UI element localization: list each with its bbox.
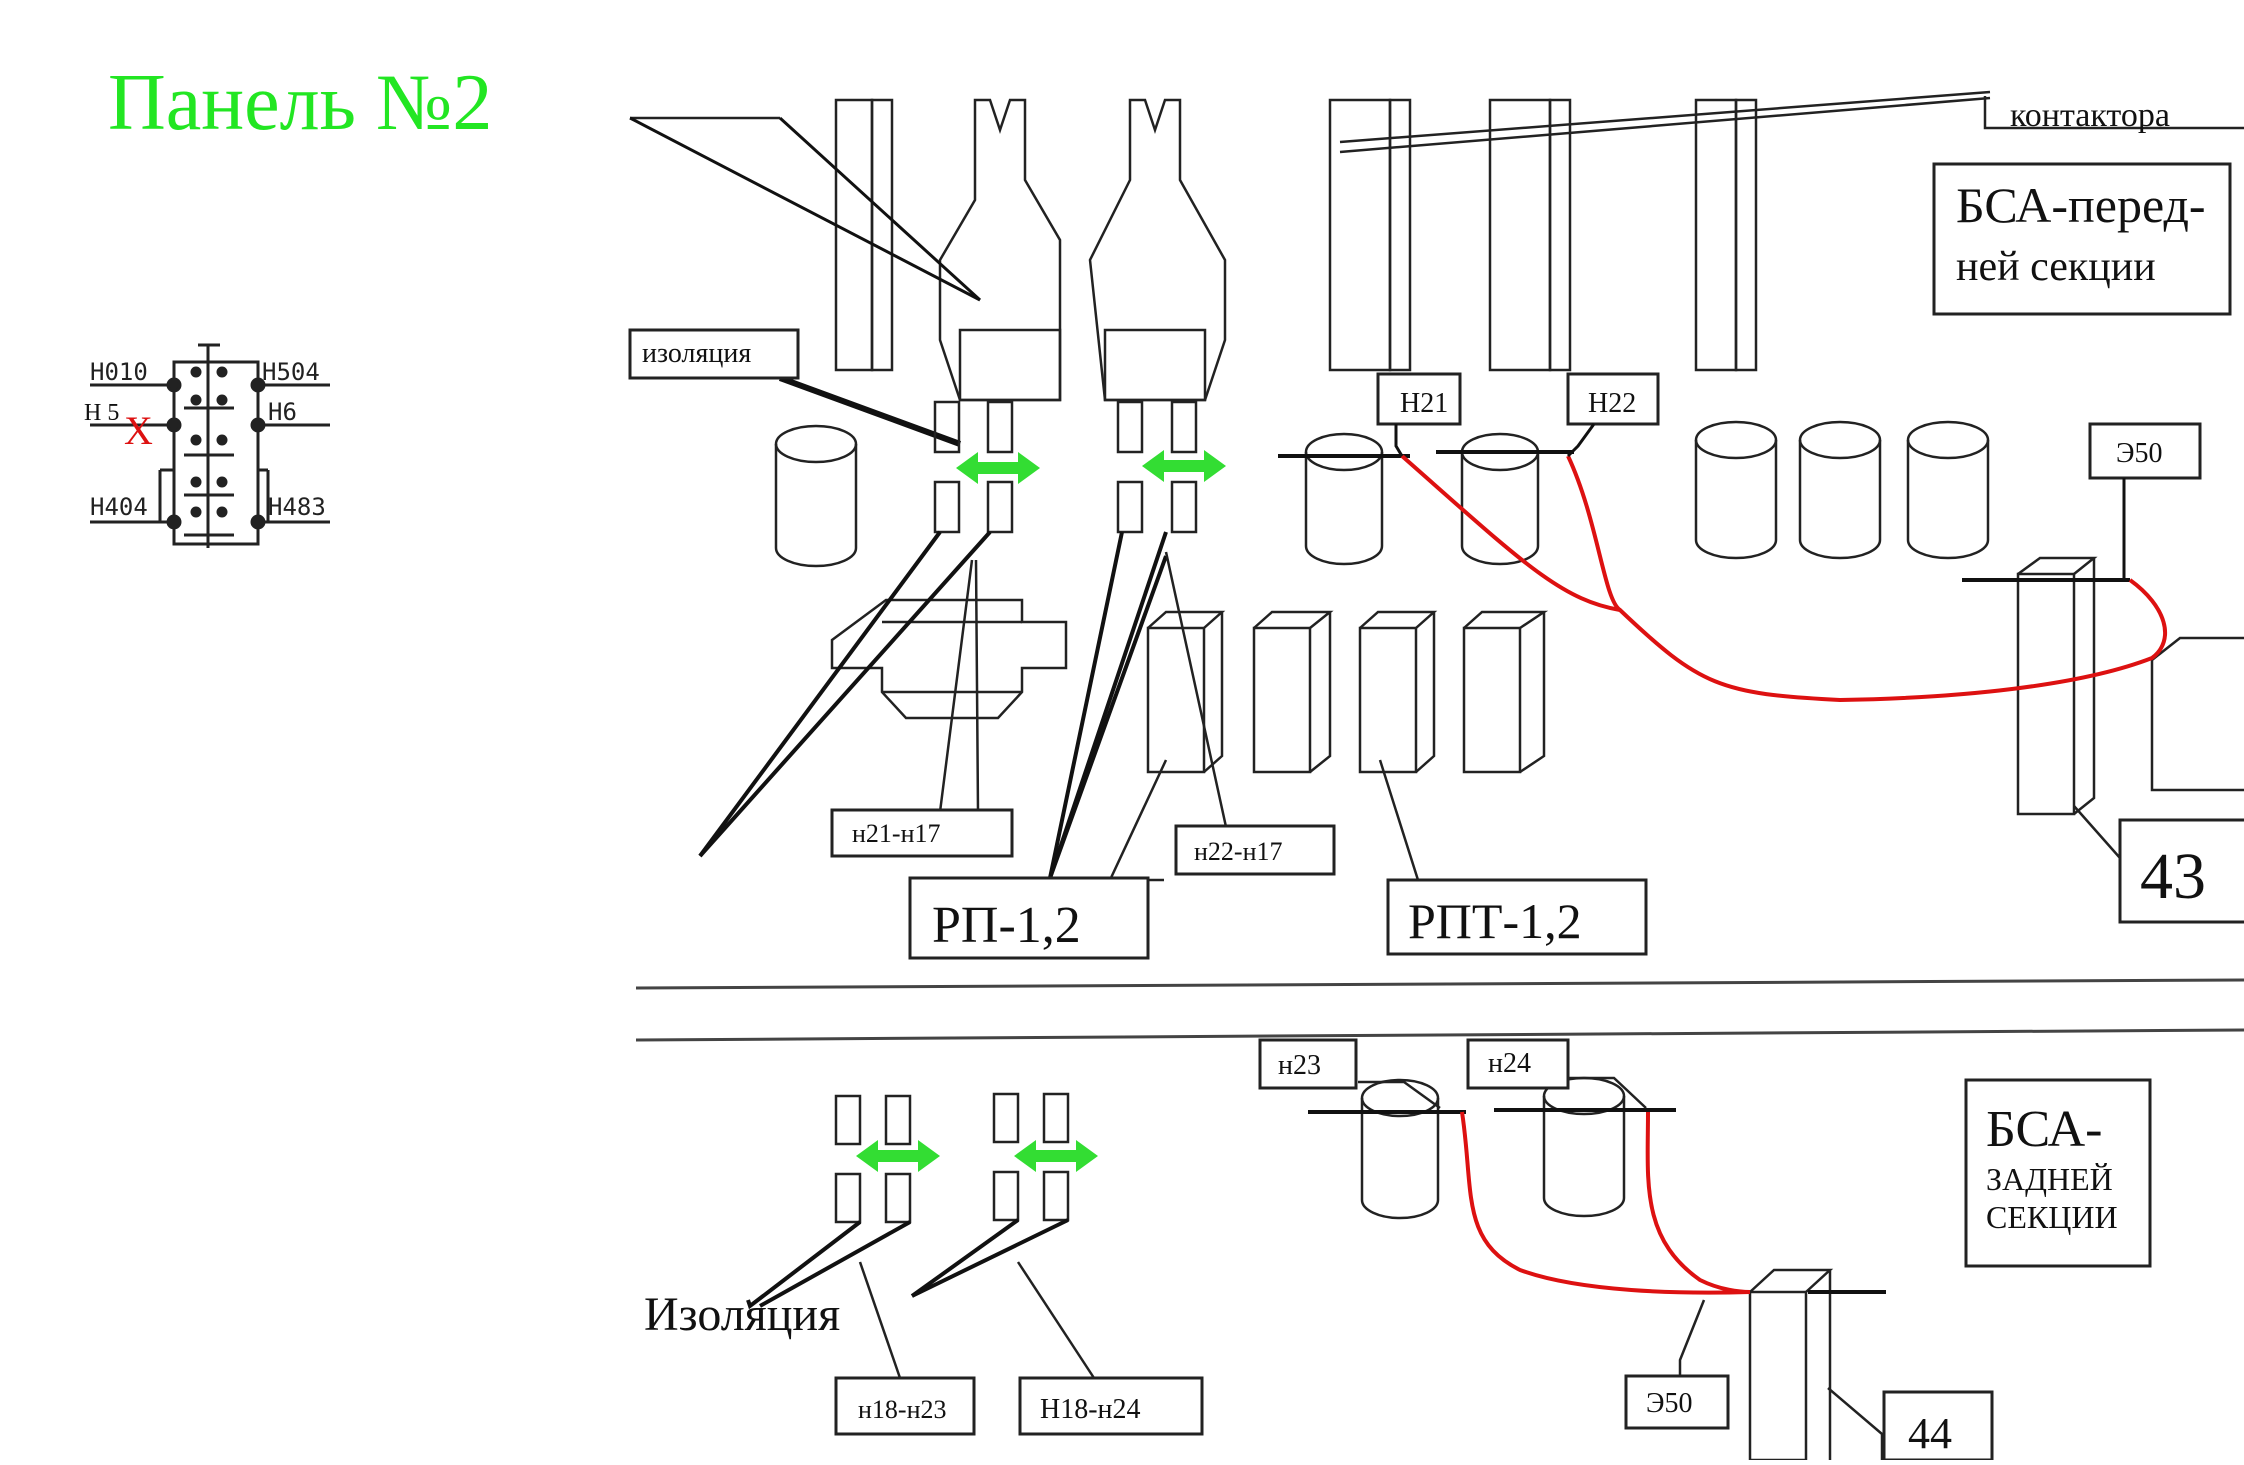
label-h010: Н010 [90, 358, 148, 386]
label-box-n21-n17 [830, 808, 1014, 858]
fault-mark: Х [124, 408, 153, 453]
label-box-e50-rear [1624, 1374, 1730, 1430]
double-arrow-icon [956, 452, 1040, 484]
label-43: 43 [2140, 840, 2206, 913]
label-box-n22-n17 [1174, 824, 1336, 876]
label-e50-rear: Э50 [1646, 1388, 1692, 1419]
double-arrow-icon [1014, 1140, 1098, 1172]
label-bsa-front-line2: ней секции [1956, 244, 2156, 290]
mini-schematic [90, 343, 330, 548]
relay-cylinder-n21 [1304, 432, 1384, 566]
relay-cylinder [1694, 420, 1778, 560]
label-rpt: РПТ-1,2 [1408, 893, 1582, 949]
relay-box [1462, 610, 1549, 774]
label-box-e50 [2088, 422, 2202, 480]
rear-section [746, 1076, 1886, 1462]
schematic-box [172, 360, 260, 546]
relay-cylinder [1906, 420, 1990, 560]
label-box-n23 [1258, 1038, 1358, 1090]
label-bsa-rear-line3: СЕКЦИИ [1986, 1199, 2118, 1235]
label-rp: РП-1,2 [932, 897, 1081, 954]
label-n18-n23: н18-н23 [858, 1395, 947, 1424]
wire-rear [1460, 1111, 1751, 1295]
label-h404: Н404 [90, 493, 148, 521]
label-box-bsa-rear [1964, 1078, 2152, 1268]
wire-front [1400, 454, 2168, 703]
label-box-43 [2118, 818, 2244, 924]
label-n22: Н22 [1588, 388, 1636, 419]
label-n21: Н21 [1400, 388, 1448, 419]
label-h504: Н504 [262, 358, 320, 386]
label-h5: Н 5 [84, 400, 119, 426]
relay-box [1358, 610, 1438, 774]
label-h6: Н6 [268, 398, 297, 426]
relay-cylinder-n24 [1542, 1076, 1626, 1218]
label-bsa-rear-line2: ЗАДНЕЙ [1986, 1161, 2113, 1197]
relay-box [1252, 610, 1334, 774]
relay-cylinder [1798, 420, 1882, 560]
label-box-n24 [1466, 1038, 1570, 1090]
label-n18-n24: Н18-н24 [1040, 1394, 1141, 1425]
label-box-n18-n24 [1018, 1376, 1204, 1436]
label-kontaktora: контактора [2010, 97, 2170, 134]
label-box-n22 [1566, 372, 1660, 426]
label-n24: н24 [1488, 1048, 1531, 1079]
label-box-izolyatsiya [628, 328, 800, 380]
relay-box [1146, 610, 1226, 774]
double-arrow-icon [856, 1140, 940, 1172]
label-h483: Н483 [268, 493, 326, 521]
label-box-n21 [1376, 372, 1462, 426]
label-box-bsa-front [1932, 162, 2232, 316]
label-box-44 [1882, 1390, 1994, 1462]
label-box-rpt [1386, 878, 1648, 956]
label-izolyatsiya: изоляция [642, 338, 751, 369]
label-e50-front: Э50 [2116, 438, 2162, 469]
label-n21-n17: н21-н17 [852, 819, 941, 848]
label-izolyatsiya-rear: Изоляция [644, 1288, 840, 1341]
double-arrow-icon [1142, 450, 1226, 482]
front-section [629, 90, 2244, 1042]
label-n22-n17: н22-н17 [1194, 837, 1283, 866]
label-44: 44 [1908, 1409, 1952, 1458]
label-n23: н23 [1278, 1050, 1321, 1081]
label-box-rp [908, 876, 1150, 960]
label-bsa-front-line1: БСА-перед- [1956, 177, 2206, 233]
label-box-n18-n23 [834, 1376, 976, 1436]
relay-cylinder-n23 [1360, 1078, 1440, 1220]
label-bsa-rear-line1: БСА- [1986, 1101, 2102, 1158]
relay-cylinder [774, 424, 858, 568]
arrows-front [856, 450, 1226, 1172]
page-title: Панель №2 [108, 59, 493, 147]
